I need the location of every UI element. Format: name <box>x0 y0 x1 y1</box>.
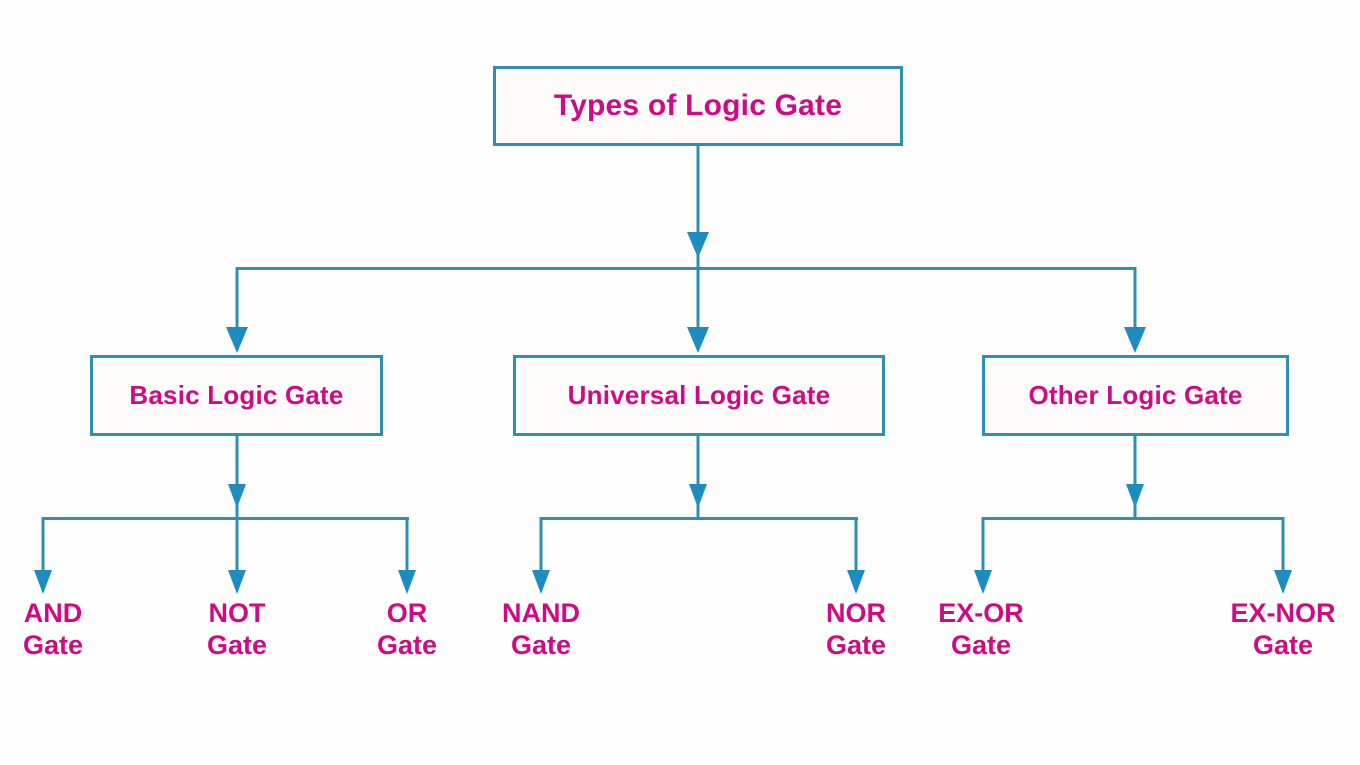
arrow-basic-logic-gate <box>226 327 248 353</box>
connector-universal-bar <box>540 517 858 520</box>
arrow-basic-stem-down <box>228 484 246 508</box>
node-basic-logic-gate: Basic Logic Gate <box>90 355 383 436</box>
connector-root-stem <box>696 146 700 246</box>
leaf-label-line1: NOT <box>208 598 266 628</box>
arrow-or-gate <box>398 570 416 594</box>
connector-basic-stem <box>235 436 239 500</box>
connector-universal-stem <box>696 436 700 500</box>
node-label: Other Logic Gate <box>1028 379 1243 410</box>
leaf-label-line2: Gate <box>825 629 887 660</box>
leaf-not-gate: NOT Gate <box>207 598 267 662</box>
leaf-label-line2: Gate <box>950 629 1012 660</box>
leaf-label-line1: EX-OR <box>938 598 1024 628</box>
leaf-ex-or-gate: EX-OR Gate <box>938 598 1024 662</box>
leaf-label-line1: NOR <box>826 598 886 628</box>
connector-drop-basic <box>235 267 239 333</box>
arrow-other-stem-down <box>1126 484 1144 508</box>
arrow-nand-gate <box>532 570 550 594</box>
connector-level1-bar <box>236 267 1136 270</box>
connector-universal-stem-lower <box>696 500 700 519</box>
node-types-of-logic-gate: Types of Logic Gate <box>493 66 903 146</box>
leaf-label-line1: NAND <box>502 598 580 628</box>
connector-drop-universal <box>696 267 700 333</box>
arrow-ex-nor-gate <box>1274 570 1292 594</box>
connector-other-stem-lower <box>1133 500 1137 519</box>
connector-drop-and <box>41 517 45 575</box>
leaf-label-line2: Gate <box>22 629 84 660</box>
leaf-label-line2: Gate <box>376 629 438 660</box>
connector-drop-other <box>1133 267 1137 333</box>
leaf-nand-gate: NAND Gate <box>502 598 580 662</box>
connector-drop-exor <box>981 517 985 575</box>
connector-root-stem-lower <box>696 246 700 270</box>
connector-drop-not <box>235 517 239 575</box>
arrow-not-gate <box>228 570 246 594</box>
connector-drop-or <box>405 517 409 575</box>
connector-other-bar <box>982 517 1284 520</box>
connector-drop-nand <box>539 517 543 575</box>
leaf-label-line1: OR <box>386 598 428 628</box>
leaf-ex-nor-gate: EX-NOR Gate <box>1230 598 1335 662</box>
node-label: Universal Logic Gate <box>567 379 831 410</box>
node-label: Types of Logic Gate <box>553 89 843 123</box>
connector-drop-nor <box>854 517 858 575</box>
connector-basic-stem-lower <box>235 500 239 519</box>
node-universal-logic-gate: Universal Logic Gate <box>513 355 885 436</box>
arrow-and-gate <box>34 570 52 594</box>
connector-other-stem <box>1133 436 1137 500</box>
leaf-or-gate: OR Gate <box>377 598 437 662</box>
arrow-nor-gate <box>847 570 865 594</box>
connector-drop-exnor <box>1281 517 1285 575</box>
arrow-universal-logic-gate <box>687 327 709 353</box>
leaf-label-line2: Gate <box>206 629 268 660</box>
arrow-root-down <box>687 232 709 258</box>
leaf-and-gate: AND Gate <box>23 598 83 662</box>
arrow-ex-or-gate <box>974 570 992 594</box>
arrow-universal-stem-down <box>689 484 707 508</box>
leaf-label-line1: EX-NOR <box>1230 598 1336 628</box>
connector-basic-bar <box>42 517 409 520</box>
arrow-other-logic-gate <box>1124 327 1146 353</box>
leaf-label-line2: Gate <box>1252 629 1314 660</box>
node-label: Basic Logic Gate <box>129 379 344 410</box>
leaf-nor-gate: NOR Gate <box>826 598 886 662</box>
leaf-label-line2: Gate <box>510 629 572 660</box>
node-other-logic-gate: Other Logic Gate <box>982 355 1289 436</box>
leaf-label-line1: AND <box>23 598 83 628</box>
